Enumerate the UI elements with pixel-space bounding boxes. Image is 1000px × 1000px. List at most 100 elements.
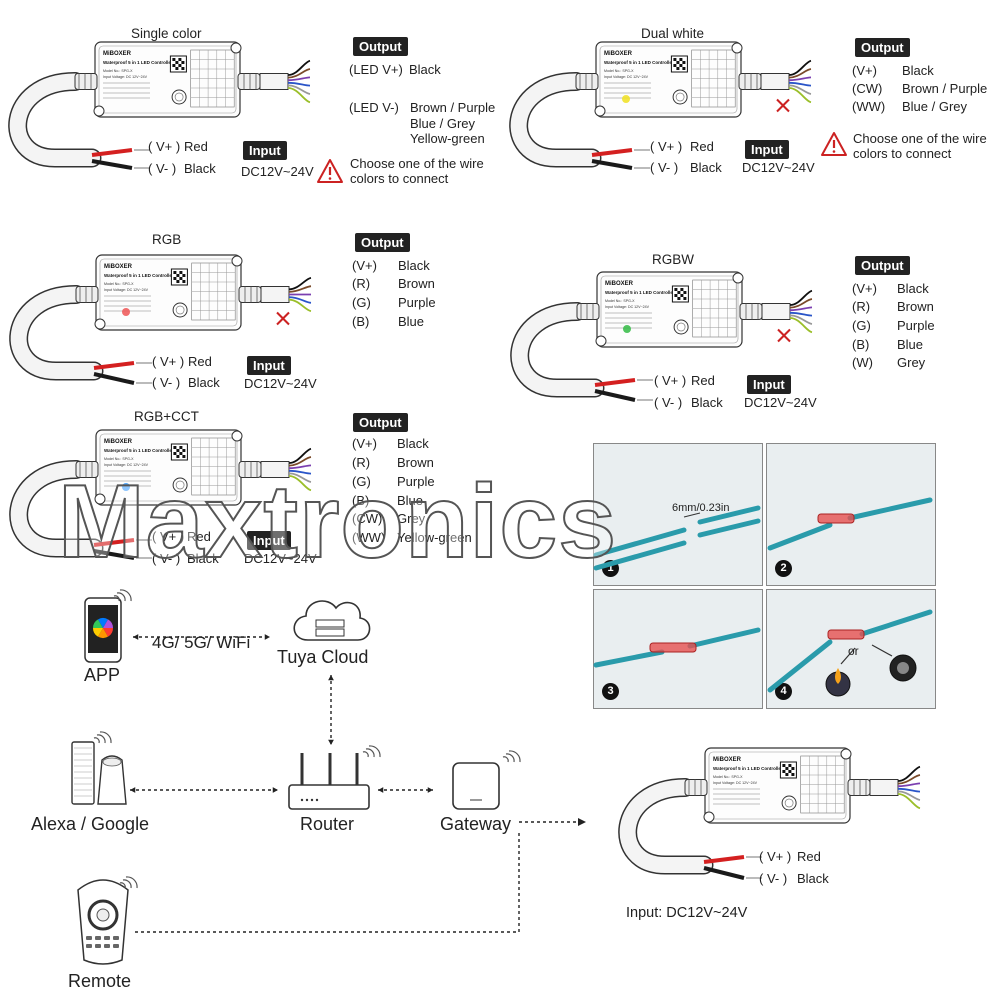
qr-dot [683,291,687,294]
rgb-out-pin-1: (V+) [352,258,377,273]
controller-input-line: Input Voltage: DC 12V~24V [713,781,758,785]
router-led [300,798,304,802]
mount-ear [231,255,243,267]
rgbw-out-color-4: Blue [897,337,924,352]
measure-line [683,512,701,518]
qr-dot [173,446,177,449]
arrow-head [264,634,270,640]
output-wire [788,87,812,104]
controller-button-ring [676,322,686,332]
controller-header: Waterproof 5 in 1 LED Controller (2.4G) [104,448,188,453]
qr-dot [181,61,185,64]
controller-button [781,795,797,811]
qr-dot [175,67,179,70]
remote-gateway-link [135,830,520,933]
red-wire [703,855,745,864]
tube-1b [697,505,761,525]
output-wire [897,782,921,788]
single-vplus: ( V+ ) [148,139,181,154]
single-out-pin-2: (LED V-) [349,100,399,115]
controller-brand: MiBOXER [605,281,634,287]
output-wire [288,298,312,313]
qr-dot [785,767,789,770]
output-wire [789,289,813,306]
output-wire [789,314,813,325]
single-out-pin-1: (LED V+) [349,62,403,77]
wifi-wave [119,589,132,602]
single-input-voltage: DC12V~24V [241,164,314,179]
qr-dot [677,297,681,300]
rgbcct-out-pin-5: (CW) [352,511,383,526]
dual-out-pin-3: (WW) [852,99,886,114]
output-wire [789,298,813,309]
phone-icon [84,589,132,663]
qr-dot [788,764,792,767]
remote-center [96,908,110,922]
rgb-out-color-2: Brown [398,276,435,291]
arrow-head [328,675,334,681]
qr-dot [179,446,183,449]
router-icon [288,745,381,810]
rgbw-out-color-5: Grey [897,355,926,370]
output-wire [789,317,813,334]
mount-ear [231,430,243,442]
rgbw-out-pin-5: (W) [852,355,873,370]
controller-button [171,89,187,105]
single-warning-text: Choose one of the wire colors to connect [350,156,484,186]
color-wheel-slice [103,619,113,628]
dual-out-color-3: Blue / Grey [902,99,968,114]
tube-3a [593,649,665,668]
bottom-vplus-color: Red [797,849,821,864]
right-gland [738,73,762,90]
controller-button [672,89,688,105]
output-wire [788,76,812,82]
router-label: Router [300,814,355,834]
controller-brand: MiBOXER [103,51,132,57]
qr-dot [785,773,789,776]
arrow-head [427,787,433,793]
echo-show [71,741,95,805]
input-cable [10,286,102,379]
rgbcct-out-color-5: Grey [397,511,426,526]
qr-dot [176,449,180,452]
rgbw-vplus: ( V+ ) [654,373,687,388]
qr-dot [182,455,186,458]
single-out-color-1: Black [409,62,441,77]
controller-label-frame [599,45,738,114]
dual-vplus-color: Red [690,139,714,154]
warning-icon [317,159,343,183]
output-wire [288,447,312,464]
single-output-badge: Output [353,37,408,56]
output-wire [288,276,312,291]
remote-button [104,944,110,948]
red-wire [93,361,135,370]
qr-dot [679,64,683,67]
bottom-vminus-color: Black [797,871,829,886]
mount-ear [94,318,106,330]
rgb-out-pin-2: (R) [352,276,371,291]
qr-dot [173,271,177,274]
controller-label-frame [600,275,739,344]
gateway-label: Gateway [440,814,512,834]
remote-icon [77,876,138,965]
mount-ear [595,335,607,347]
rgb-output-badge: Output [355,233,410,252]
heat-shrink-connector [649,642,697,653]
left-gland [75,286,99,303]
rgb-input-voltage: DC12V~24V [244,376,317,391]
tube-4a [767,639,833,693]
output-wire [897,774,921,785]
remote-button [86,944,92,948]
wifi-wave [93,737,100,744]
watermark: Maxtronics [57,464,618,580]
qr-dot [181,67,185,70]
output-wire [897,765,921,782]
rgbcct-input-voltage: DC12V~24V [244,551,317,566]
qr-dot [673,58,677,61]
color-wheel-slice [98,617,108,628]
red-wire [91,148,133,157]
output-wire [788,68,812,79]
rgbw-out-color-1: Black [897,281,929,296]
